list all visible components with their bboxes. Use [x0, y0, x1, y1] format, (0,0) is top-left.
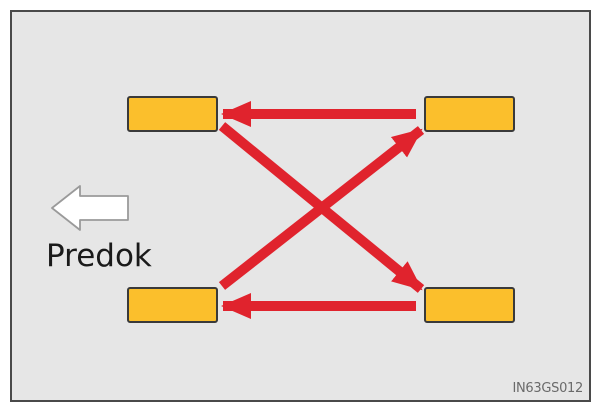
front-left-tire [127, 96, 218, 132]
arrow-left-icon [51, 185, 129, 231]
figure-code: IN63GS012 [512, 381, 583, 396]
front-right-tire [424, 96, 515, 132]
rear-left-tire [127, 287, 218, 323]
arrow-rear-left-to-front-right [218, 126, 425, 290]
front-direction-label: Predok [46, 238, 152, 274]
rear-right-tire [424, 287, 515, 323]
